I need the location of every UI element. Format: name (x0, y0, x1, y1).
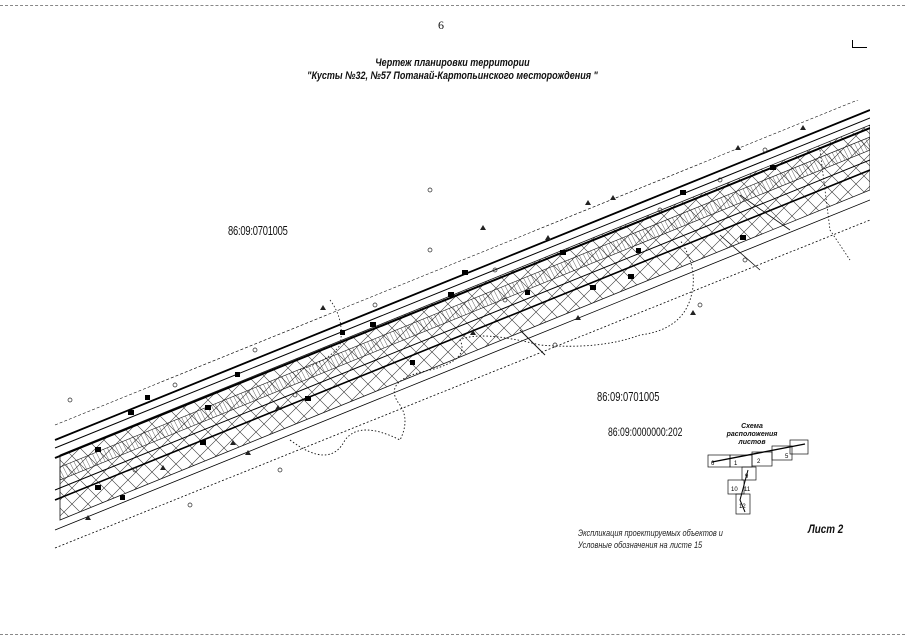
access-line (519, 329, 546, 356)
corridor-line (54, 127, 870, 459)
tick-band (59, 136, 870, 481)
corner-mark (852, 40, 867, 48)
corridor-line (54, 117, 870, 449)
corridor-line (54, 219, 870, 549)
corridor-line (54, 199, 870, 531)
parcel-label: 86:09:0701005 (228, 223, 288, 238)
parcel-label: 86:09:0000000:202 (608, 425, 683, 439)
boundary-curve (819, 149, 851, 261)
corridor-line (54, 169, 870, 501)
legend-note-line2: Условные обозначения на листе 15 (578, 540, 703, 550)
drawing-title-line2: "Кусты №32, №57 Потанай-Картопьинского м… (307, 70, 598, 82)
corridor-line (54, 100, 859, 426)
sheet-label: Лист 2 (808, 522, 844, 536)
drawing-title-line1: Чертеж планировки территории (375, 57, 530, 69)
survey-triangles (85, 125, 806, 520)
parcel-label: 86:09:0701005 (597, 389, 660, 404)
corridor-lines (54, 100, 870, 549)
corridor-line (54, 159, 870, 491)
legend-note-line1: Экспликация проектируемых объектов и (578, 528, 723, 538)
access-line (719, 194, 791, 271)
page-top-edge (0, 5, 905, 6)
object-markers (95, 165, 776, 500)
hatched-band (59, 124, 870, 521)
survey-symbols (67, 147, 768, 508)
page-number: 6 (438, 18, 444, 32)
page-bottom-edge (0, 634, 905, 635)
scheme-title: Схема расположения листов (726, 423, 778, 446)
